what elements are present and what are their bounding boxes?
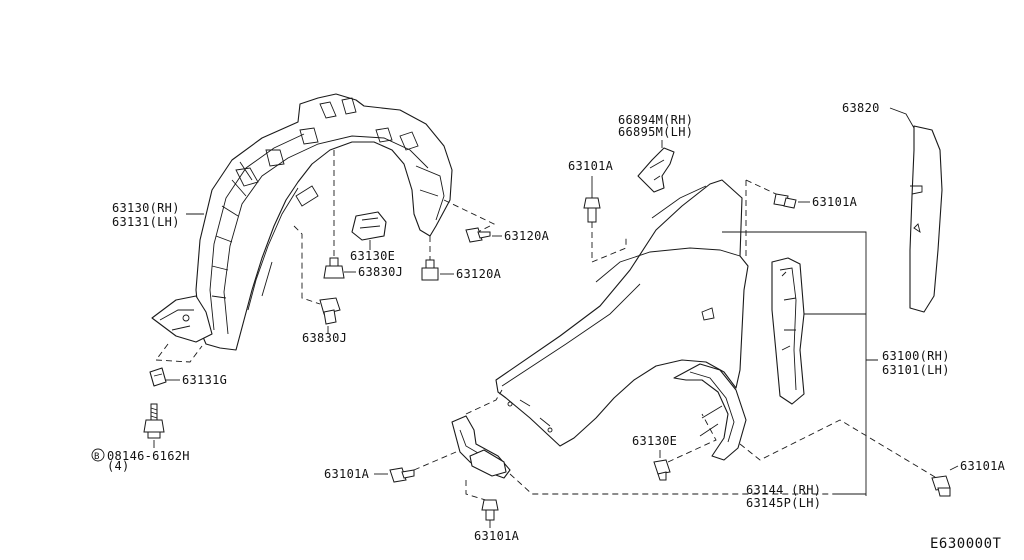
front-fender xyxy=(495,179,749,461)
label-clip-63830j-upper: 63830J xyxy=(358,265,403,279)
label-bracket-rh: 66894M(RH) xyxy=(618,113,693,127)
clip-63131g xyxy=(149,367,167,387)
screw-63120a-lower xyxy=(421,259,439,281)
label-screw-63120a-lower: 63120A xyxy=(456,267,502,281)
label-bracket-lh: 66895M(LH) xyxy=(618,125,693,139)
bolt-63101a-bottom xyxy=(481,499,499,521)
clip-63130e-upper xyxy=(351,211,387,241)
bolt-63101a-upper-right xyxy=(773,193,797,209)
fender-side-stay xyxy=(771,257,805,405)
bracket-66894m xyxy=(637,147,675,193)
label-fender-lh: 63101(LH) xyxy=(882,363,950,377)
label-bolt-63101a-top: 63101A xyxy=(568,159,614,173)
label-clip-63130e-lower: 63130E xyxy=(632,434,677,448)
clip-63830j-upper xyxy=(323,257,345,279)
diagram-code: E630000T xyxy=(930,536,1002,552)
label-liner-lh: 63131(LH) xyxy=(112,215,180,229)
label-bolt-qty: (4) xyxy=(107,459,130,473)
label-stay-rh: 63144 (RH) xyxy=(746,483,821,497)
screw-63120a-upper xyxy=(465,227,491,243)
label-clip-63830j-lower: 63830J xyxy=(302,331,347,345)
clip-63830j-lower xyxy=(319,297,341,325)
fender-liner xyxy=(151,93,453,351)
bolt-63101a-top xyxy=(583,197,601,223)
fender-stay-63144 xyxy=(451,415,511,479)
bolt-circle-marker-icon xyxy=(91,448,105,462)
label-liner-rh: 63130(RH) xyxy=(112,201,180,215)
label-insulator: 63820 xyxy=(842,101,880,115)
label-clip-63130e-upper: 63130E xyxy=(350,249,395,263)
label-fender-rh: 63100(RH) xyxy=(882,349,950,363)
label-bolt-code: 08146-6162H xyxy=(107,449,190,463)
bolt-08146-6162h xyxy=(143,403,165,439)
insulator-63820 xyxy=(909,125,943,313)
label-screw-63120a-upper: 63120A xyxy=(504,229,550,243)
clip-63130e-lower xyxy=(653,459,671,481)
label-bolt-63101a-upper-right: 63101A xyxy=(812,195,858,209)
label-bolt-63101a-left: 63101A xyxy=(324,467,370,481)
label-bolt-63101a-bottom: 63101A xyxy=(474,529,520,543)
bolt-63101a-left xyxy=(389,467,415,483)
label-clip-63131g: 63131G xyxy=(182,373,227,387)
label-bolt-marker: B xyxy=(94,452,100,462)
bolt-63101a-lower-right xyxy=(931,475,951,497)
label-stay-lh: 63145P(LH) xyxy=(746,496,821,510)
label-bolt-63101a-lower-right: 63101A xyxy=(960,459,1006,473)
